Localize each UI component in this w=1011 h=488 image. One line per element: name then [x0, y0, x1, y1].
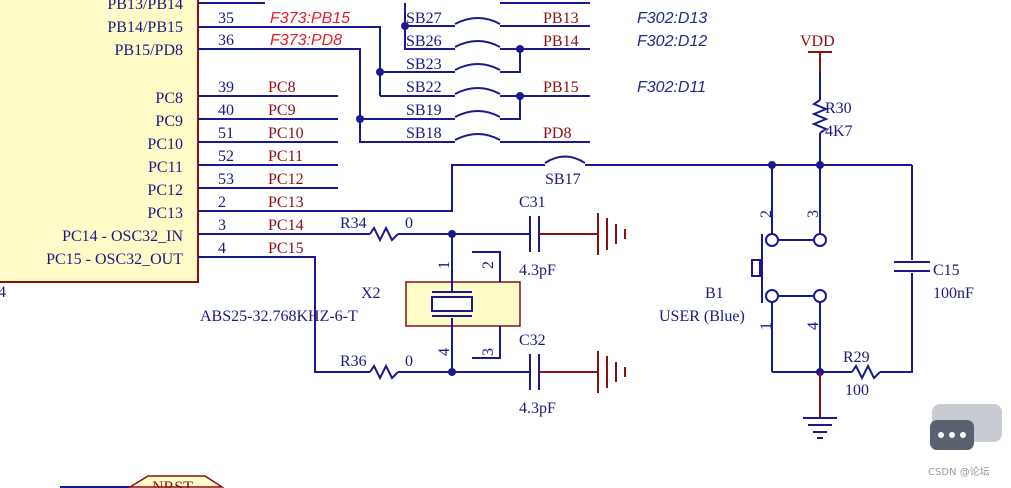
- c15-ref: C15: [933, 262, 960, 279]
- pin-name-pb15-pd8: PB15/PD8: [115, 42, 183, 59]
- net-label-pc12: PC12: [268, 171, 304, 188]
- net-label-pc8: PC8: [268, 79, 296, 96]
- c31-value: 4.3pF: [519, 262, 556, 279]
- x2-pin4: 4: [436, 348, 453, 356]
- pin-num-35: 35: [218, 10, 234, 27]
- f302-d12: F302:D12: [637, 33, 707, 50]
- x2-pin2: 2: [480, 261, 497, 269]
- b1-desc: USER (Blue): [659, 308, 745, 325]
- b1-pin2: 2: [758, 210, 775, 218]
- pin-name-pc15: PC15 - OSC32_OUT: [46, 251, 183, 268]
- f302-d11: F302:D11: [637, 79, 706, 96]
- x2-pin3-lead: [472, 326, 501, 359]
- c32-ref: C32: [519, 332, 546, 349]
- x2-ref: X2: [361, 285, 381, 302]
- c31-ref: C31: [519, 194, 546, 211]
- net-label-pc9: PC9: [268, 102, 296, 119]
- nrst-port: [127, 475, 225, 488]
- pin-num-2: 2: [218, 194, 226, 211]
- net-label-pc11: PC11: [268, 148, 303, 165]
- pin-num-52: 52: [218, 148, 234, 165]
- r29-value: 100: [845, 382, 869, 399]
- pin-num-51: 51: [218, 125, 234, 142]
- pin-name-pc11: PC11: [148, 159, 183, 176]
- pin-name-pc12: PC12: [147, 182, 183, 199]
- r34-ref: R34: [340, 215, 367, 232]
- mcu-body: [0, 0, 199, 283]
- f302-d13: F302:D13: [637, 10, 707, 27]
- pin-num-39: 39: [218, 79, 234, 96]
- net-label-pc14: PC14: [268, 217, 304, 234]
- ground-symbol-b1: [803, 372, 837, 439]
- b1-ref: B1: [705, 285, 724, 302]
- net-label-f373-pb15: F373:PB15: [270, 10, 350, 27]
- c32-value: 4.3pF: [519, 400, 556, 417]
- b1-pin3: 3: [805, 210, 822, 218]
- nrst-label: NRST: [152, 479, 193, 488]
- sb26-label: SB26: [406, 33, 442, 50]
- net-pb14: PB14: [543, 33, 579, 50]
- b1-pin4: 4: [805, 322, 822, 330]
- sb17-label: SB17: [545, 171, 581, 188]
- pin-num-40: 40: [218, 102, 234, 119]
- signal-wires: [265, 3, 912, 373]
- r34-value: 0: [405, 215, 413, 232]
- pin-num-4: 4: [218, 240, 226, 257]
- pin-name-pc8: PC8: [155, 90, 183, 107]
- net-pd8: PD8: [543, 125, 571, 142]
- b1-pin1: 1: [758, 322, 775, 330]
- pin-name-pc13: PC13: [147, 205, 183, 222]
- r30-zigzag: [811, 99, 829, 134]
- c15-value: 100nF: [933, 285, 974, 302]
- r36-ref: R36: [340, 353, 367, 370]
- b1-button: [751, 165, 852, 373]
- c15-lead-bottom: [880, 273, 913, 373]
- pin-num-36: 36: [218, 32, 234, 49]
- net-label-pc13: PC13: [268, 194, 304, 211]
- watermark-text: CSDN @论坛: [928, 465, 990, 478]
- pin-name-pc14: PC14 - OSC32_IN: [62, 228, 183, 245]
- sb27-label: SB27: [406, 10, 442, 27]
- sb18-label: SB18: [406, 125, 442, 142]
- r36-zigzag: [369, 363, 399, 381]
- r30-value: 4K7: [825, 123, 853, 140]
- r29-zigzag: [851, 363, 881, 381]
- ground-symbol-c31: [597, 213, 626, 255]
- chat-bubble-icon: [930, 404, 1002, 450]
- sb19-label: SB19: [406, 102, 442, 119]
- pin-name-pc9: PC9: [155, 113, 183, 130]
- pin-num-53: 53: [218, 171, 234, 188]
- sb22-label: SB22: [406, 79, 442, 96]
- r34-zigzag: [369, 225, 399, 243]
- x2-pin2-lead: [472, 251, 501, 282]
- ground-symbol-c32: [597, 351, 626, 393]
- x2-pin1: 1: [436, 261, 453, 269]
- net-label-pc15: PC15: [268, 240, 304, 257]
- solder-bridge-group: [405, 2, 590, 164]
- x2-part: ABS25-32.768KHZ-6-T: [200, 308, 358, 325]
- r30-ref: R30: [825, 100, 852, 117]
- net-pb15: PB15: [543, 79, 579, 96]
- vdd-label: VDD: [800, 33, 835, 50]
- r36-value: 0: [405, 353, 413, 370]
- pin-name-pc10: PC10: [147, 136, 183, 153]
- mcu-corner-digit: 4: [0, 284, 6, 301]
- r29-ref: R29: [843, 349, 870, 366]
- net-pb13: PB13: [543, 10, 579, 27]
- pin-num-3: 3: [218, 217, 226, 234]
- sb23-label: SB23: [406, 56, 442, 73]
- net-label-pc10: PC10: [268, 125, 304, 142]
- pin-stubs: [198, 2, 265, 258]
- pin-name-pb13-pb14: PB13/PB14: [107, 0, 183, 13]
- x2-pin3: 3: [480, 348, 497, 356]
- net-label-f373-pd8: F373:PD8: [270, 32, 342, 49]
- pin-name-pb14-pb15: PB14/PB15: [107, 19, 183, 36]
- x2-crystal-element: [431, 296, 473, 312]
